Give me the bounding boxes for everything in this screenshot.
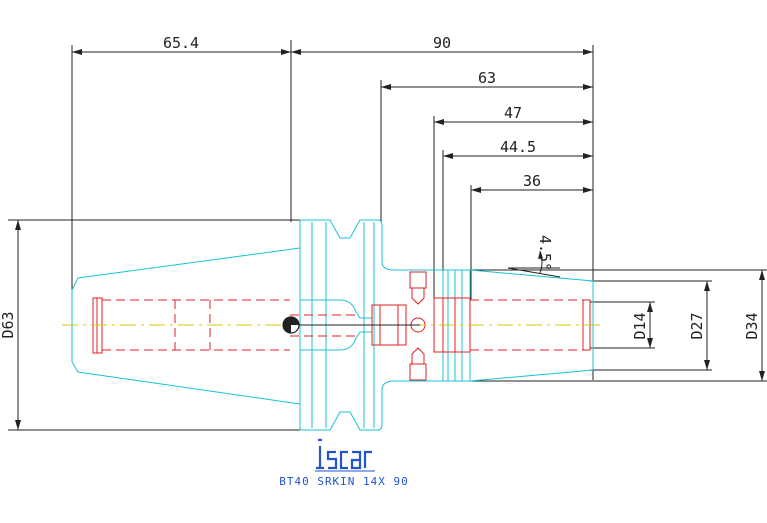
angle-label: 4.5° xyxy=(536,235,554,271)
right-diameter-dimensions: D34 D27 D14 xyxy=(430,269,767,382)
dimension-90: 90 xyxy=(291,34,593,55)
dim-d14-label: D14 xyxy=(631,312,649,339)
dim-65-4-label: 65.4 xyxy=(163,34,199,52)
gauge-point-marker xyxy=(282,316,300,334)
internal-features xyxy=(92,271,591,381)
dim-d27-label: D27 xyxy=(688,312,706,339)
dim-d34-label: D34 xyxy=(743,312,761,339)
dim-90-label: 90 xyxy=(433,34,451,52)
dim-63-label: 63 xyxy=(478,69,496,87)
iscar-logo: iscar xyxy=(315,438,375,472)
dimension-d63: D63 xyxy=(0,219,300,431)
dim-47-label: 47 xyxy=(504,104,522,122)
dimension-47: 47 xyxy=(434,104,593,125)
dimension-63: 63 xyxy=(381,69,593,90)
dim-d63-label: D63 xyxy=(0,311,17,338)
dim-36-label: 36 xyxy=(523,172,541,190)
dim-44-5-label: 44.5 xyxy=(500,138,536,156)
dimension-36: 36 xyxy=(471,172,593,193)
logo-text: iscar xyxy=(344,463,347,466)
top-dimensions: 65.4 90 63 47 44.5 xyxy=(71,34,594,380)
dimension-65-4: 65.4 xyxy=(72,34,291,55)
dimension-44-5: 44.5 xyxy=(443,138,593,159)
drawing-caption: BT40 SRKIN 14X 90 xyxy=(279,475,409,488)
angle-annotation: 4.5° xyxy=(507,235,561,278)
